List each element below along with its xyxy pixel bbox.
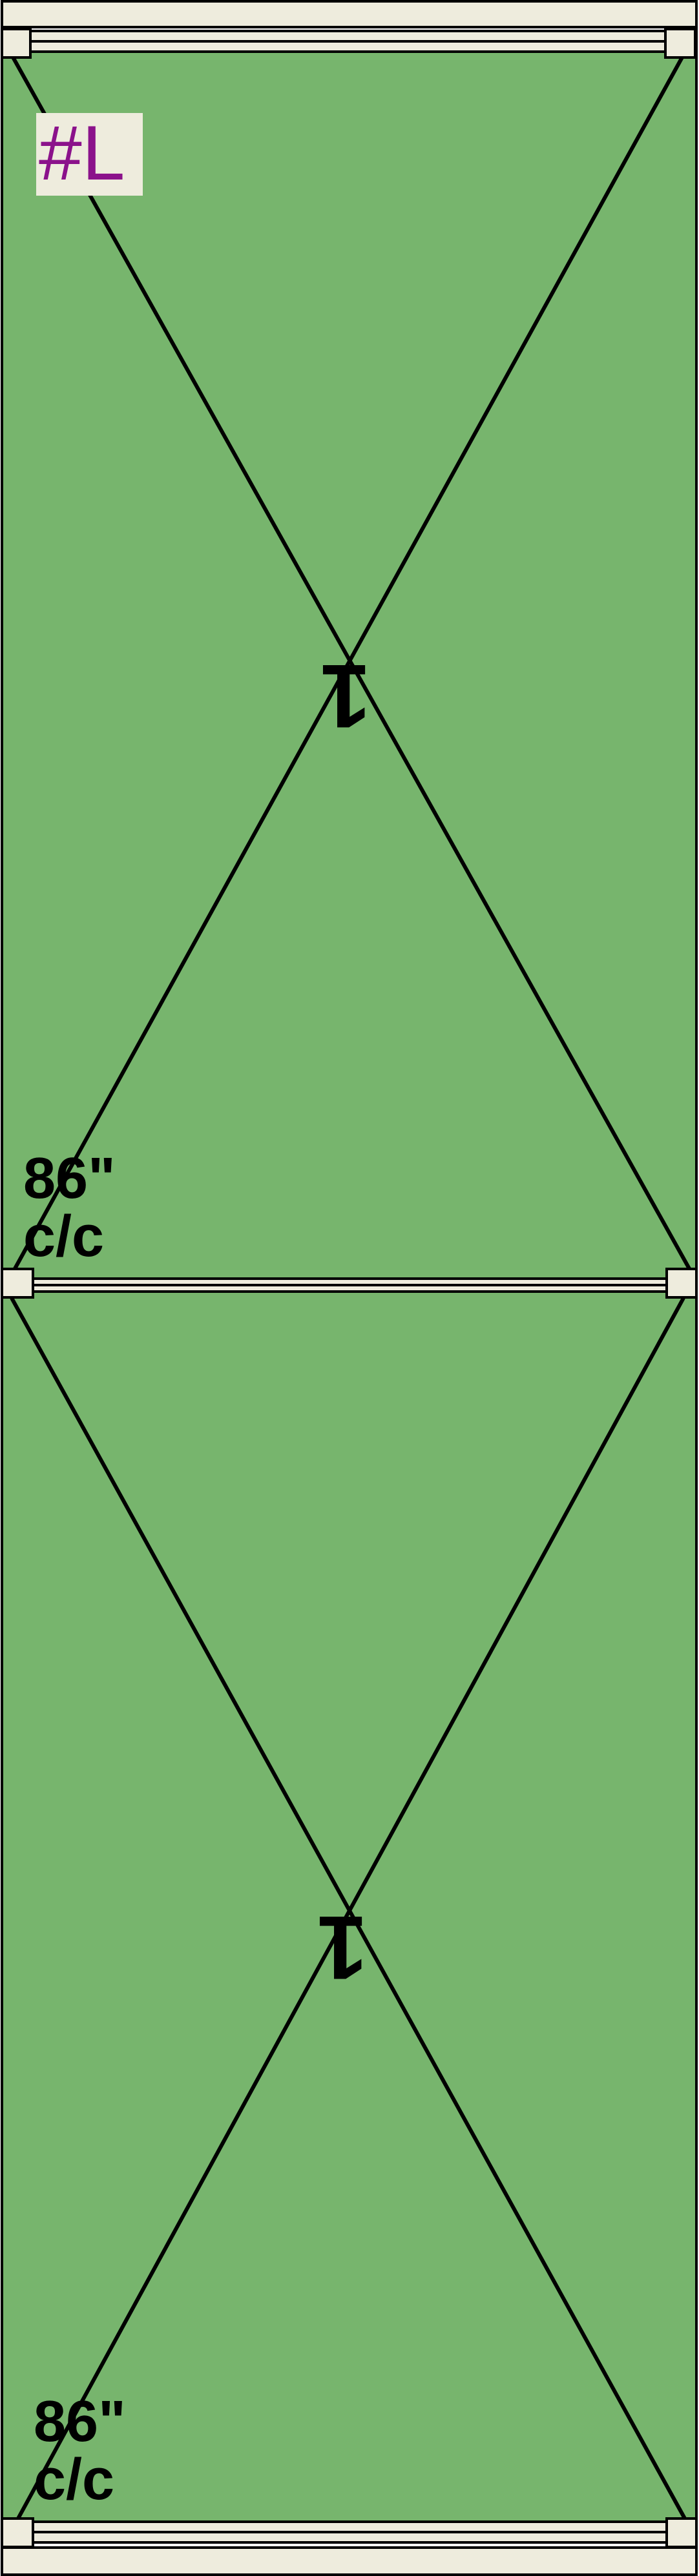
bracket-bottom-left [1,2517,34,2548]
panel-number-top: 1 [320,646,371,747]
brace-top-diagonal-a [10,54,693,1273]
bottom-cap [1,2546,698,2576]
top-cap [1,0,698,28]
frame-label: #L [39,110,125,196]
dimension-bottom-unit: c/c [34,2447,114,2512]
dimension-bottom-value: 86" [34,2389,126,2454]
bracket-middle-right [665,1268,698,1299]
dimension-top-value: 86" [23,1146,116,1211]
bracket-top-right [664,28,696,59]
bracket-top-left [1,28,32,59]
panel-number-bottom: 1 [317,1897,368,1999]
label-box [36,113,143,196]
bracket-middle-left [1,1268,34,1299]
brace-bottom-diagonal-a [10,1297,687,2520]
brace-bottom-diagonal-b [16,1297,685,2520]
dimension-top-unit: c/c [23,1204,104,1269]
bracket-bottom-right [665,2517,698,2548]
brace-top-diagonal-b [11,54,685,1273]
